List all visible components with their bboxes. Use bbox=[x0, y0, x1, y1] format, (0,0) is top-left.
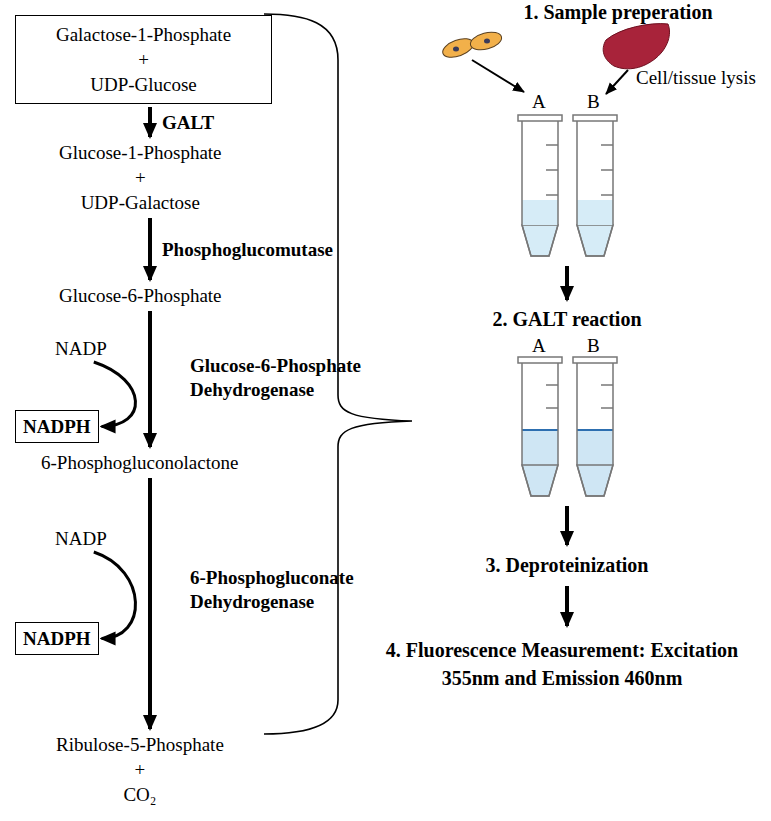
node-text: UDP-Galactose bbox=[59, 190, 222, 215]
arrow bbox=[565, 506, 569, 545]
tubes bbox=[518, 357, 617, 496]
enzyme-label: Phosphoglucomutase bbox=[162, 238, 333, 262]
tube-letter: A bbox=[532, 334, 546, 358]
arrow bbox=[565, 586, 569, 626]
node-text: NADPH bbox=[23, 414, 91, 439]
cofactor: NADP bbox=[55, 336, 107, 361]
enzyme-label: Glucose-6-Phosphate Dehydrogenase bbox=[190, 354, 375, 402]
tube-letter: B bbox=[587, 334, 600, 358]
metabolite: Ribulose-5-Phosphate+CO₂ bbox=[56, 732, 224, 807]
step-title: 2. GALT reaction bbox=[452, 307, 682, 331]
reaction-arrow bbox=[148, 107, 152, 137]
node-text: Ribulose-5-Phosphate bbox=[56, 732, 224, 757]
arrow bbox=[472, 60, 524, 92]
node-text: Galactose-1-Phosphate bbox=[20, 22, 267, 47]
metabolite: 6-Phosphogluconolactone bbox=[41, 450, 238, 475]
arrow bbox=[565, 266, 569, 300]
node-text: NADP bbox=[55, 336, 107, 361]
tubes bbox=[518, 115, 617, 256]
node-text: + bbox=[56, 757, 224, 782]
node-text: 6-Phosphogluconolactone bbox=[41, 450, 238, 475]
arrow bbox=[606, 70, 628, 94]
metabolite: Glucose-6-Phosphate bbox=[59, 283, 222, 308]
enzyme-label: 6-Phosphogluconate Dehydrogenase bbox=[190, 566, 375, 614]
step-title: 3. Deproteinization bbox=[452, 553, 682, 577]
node-text: Glucose-6-Phosphate bbox=[59, 283, 222, 308]
step-note: Cell/tissue lysis bbox=[636, 66, 756, 90]
node-text: + bbox=[59, 165, 222, 190]
reaction-arrow bbox=[148, 311, 152, 447]
step-title: 1. Sample preperation bbox=[478, 0, 758, 24]
reaction-arrow bbox=[94, 362, 136, 427]
reaction-arrow bbox=[94, 552, 136, 639]
node-text: CO₂ bbox=[56, 782, 224, 807]
node-text: NADPH bbox=[23, 626, 91, 651]
tube-letter: A bbox=[532, 90, 546, 114]
node-text: Glucose-1-Phosphate bbox=[59, 140, 222, 165]
enzyme-label: GALT bbox=[162, 111, 214, 135]
substrate-box: Galactose-1-Phosphate+UDP-Glucose bbox=[15, 15, 272, 104]
step-title: 4. Fluorescence Measurement: Excitation … bbox=[372, 636, 752, 692]
node-text: NADP bbox=[55, 526, 107, 551]
cofactor: NADP bbox=[55, 526, 107, 551]
product-box: NADPH bbox=[15, 622, 99, 655]
node-text: + bbox=[20, 47, 267, 72]
product-box: NADPH bbox=[15, 410, 99, 443]
reaction-arrow bbox=[148, 478, 152, 729]
reaction-arrow bbox=[148, 218, 152, 280]
tube-letter: B bbox=[587, 90, 600, 114]
tissue bbox=[603, 24, 669, 69]
node-text: UDP-Glucose bbox=[20, 72, 267, 97]
cells bbox=[440, 29, 503, 61]
metabolite: Glucose-1-Phosphate+UDP-Galactose bbox=[59, 140, 222, 215]
